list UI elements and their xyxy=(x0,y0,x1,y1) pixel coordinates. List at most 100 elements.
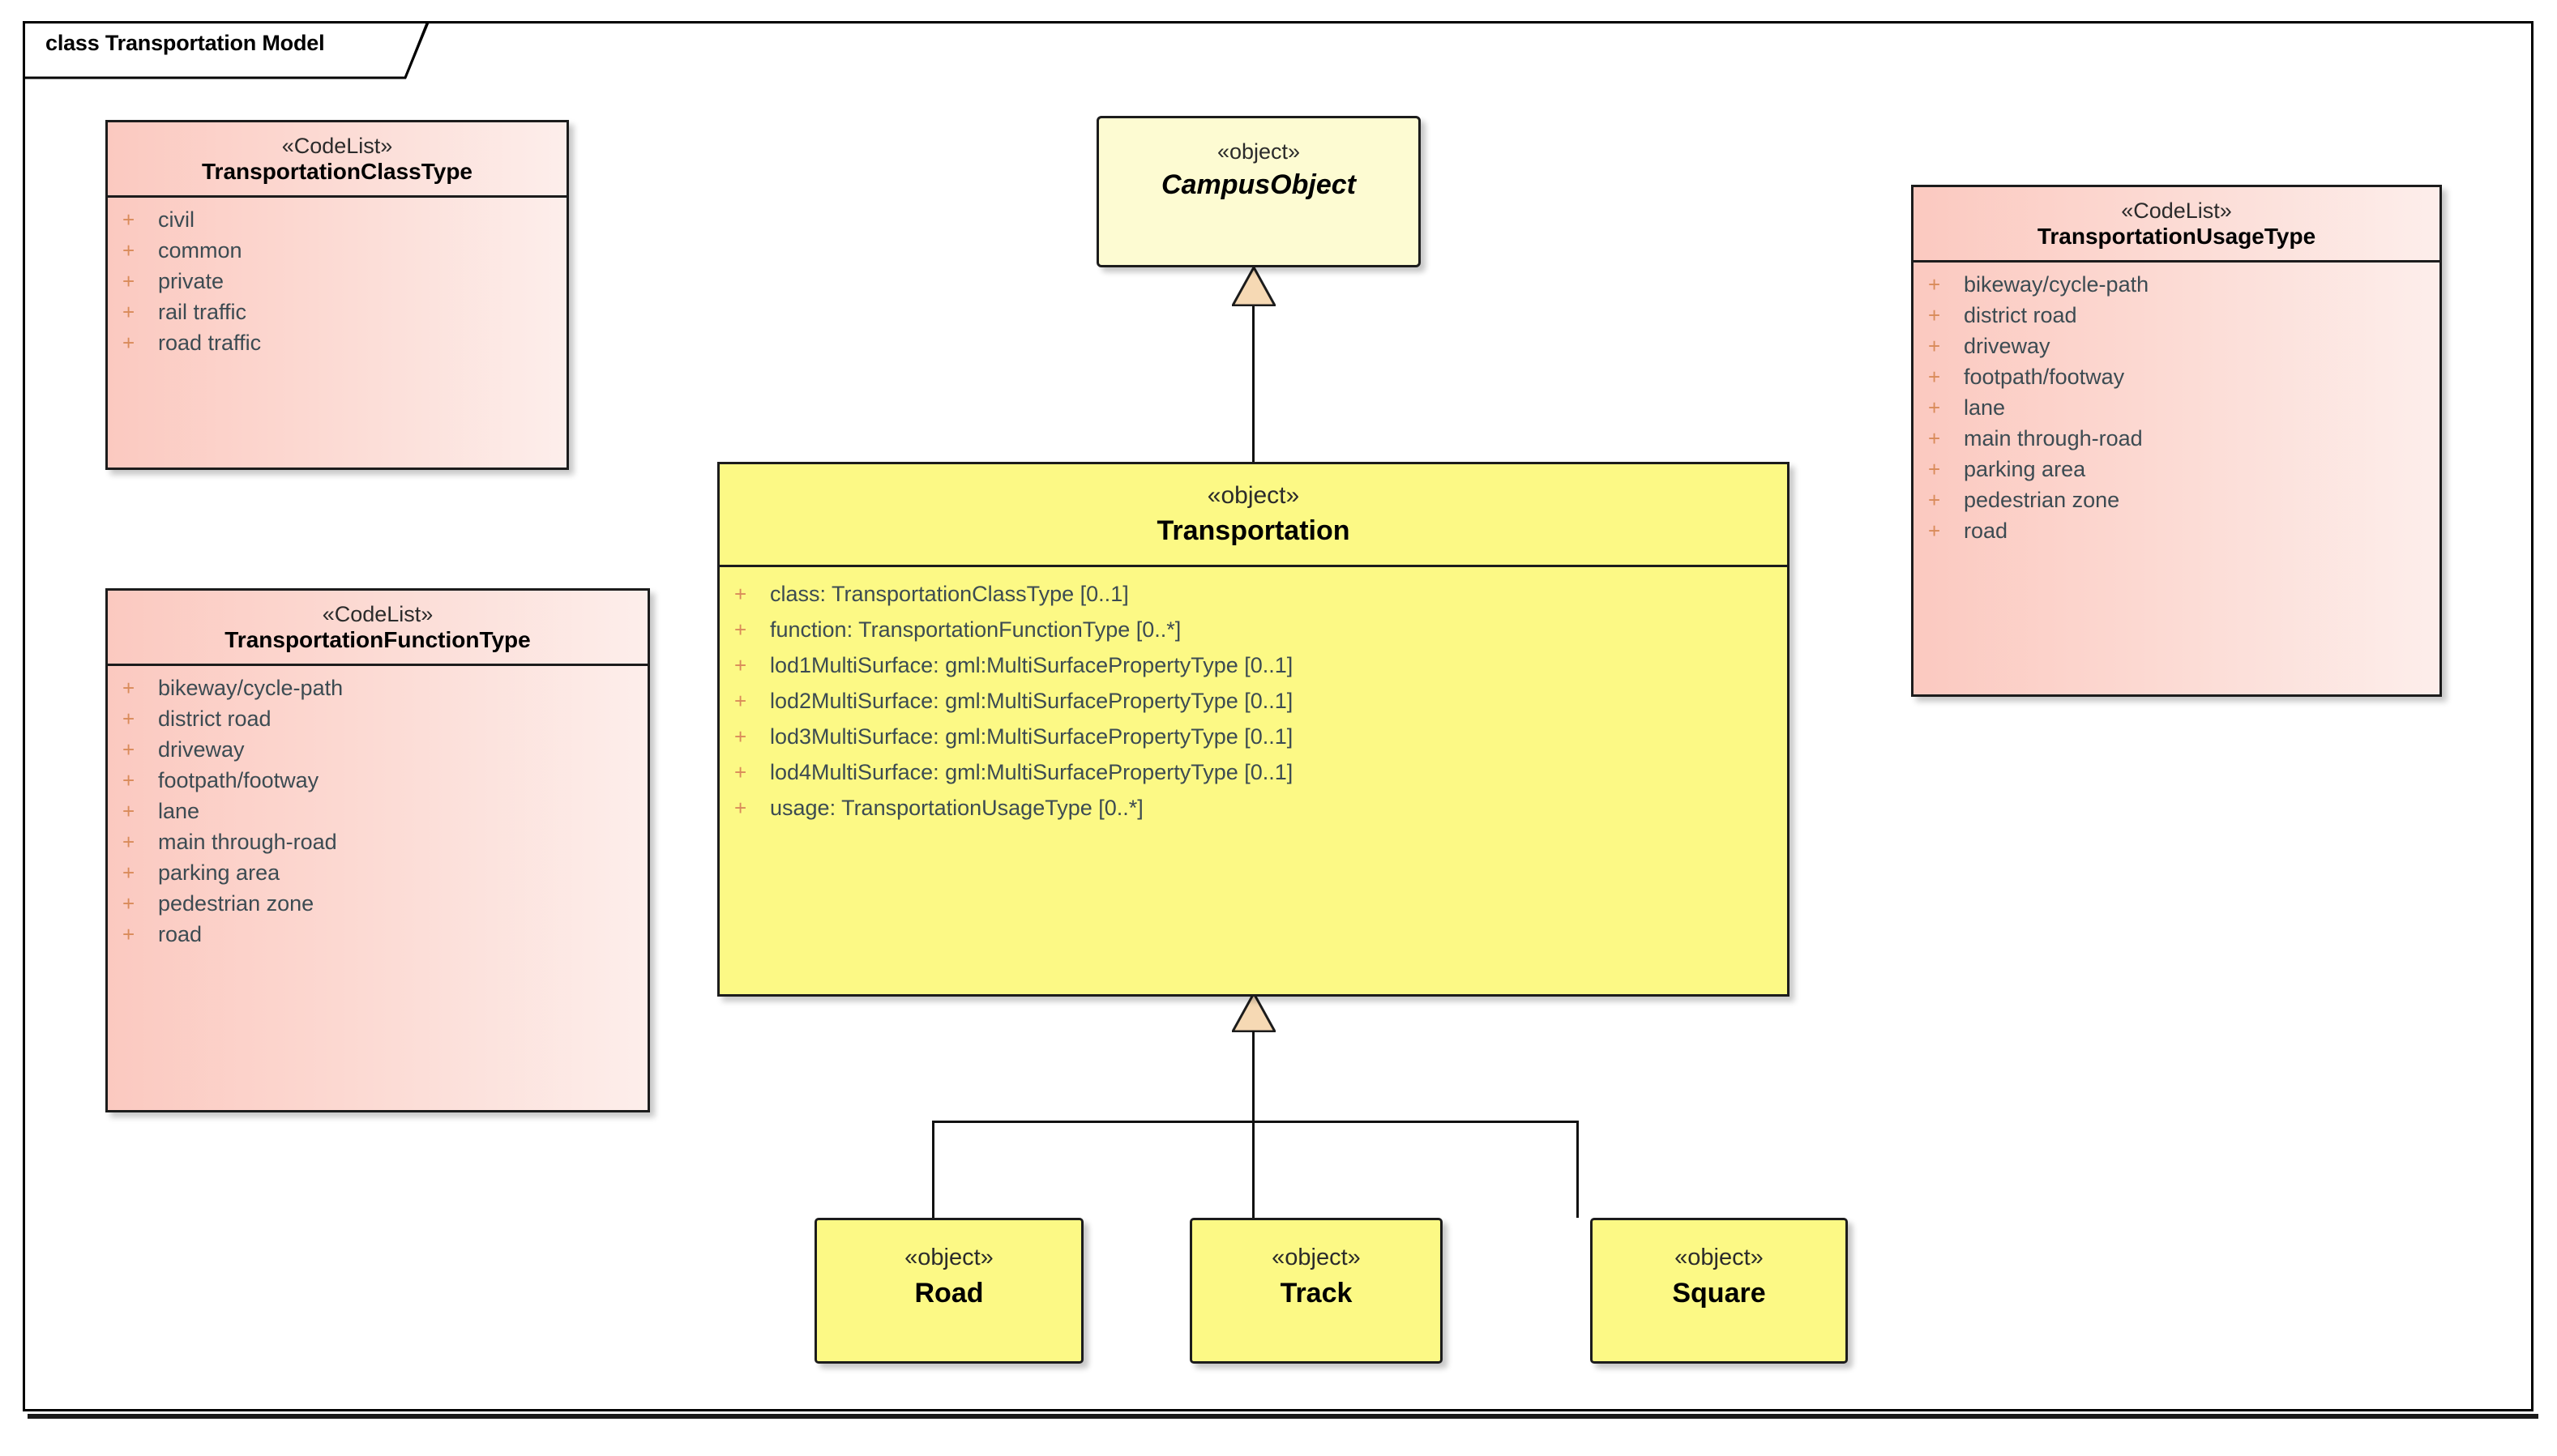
stereotype-label: «object» xyxy=(1674,1245,1764,1270)
attribute-row: + road traffic xyxy=(108,330,567,355)
attribute-label: road xyxy=(1964,518,2008,543)
attribute-label: main through-road xyxy=(158,829,337,854)
class-node-track[interactable]: «object» Track xyxy=(1190,1218,1443,1364)
class-node-attributes: + bikeway/cycle-path + district road + d… xyxy=(108,666,648,957)
generalization-transportation-campusobject-line xyxy=(1252,304,1255,463)
attribute-row: + private xyxy=(108,268,567,301)
class-name-label: Square xyxy=(1672,1278,1766,1309)
attribute-row: + lod3MultiSurface: gml:MultiSurfaceProp… xyxy=(720,726,1787,762)
visibility-marker: + xyxy=(122,706,135,731)
visibility-marker: + xyxy=(122,268,135,293)
class-node-attributes: + bikeway/cycle-path + district road + d… xyxy=(1913,263,2439,553)
visibility-marker: + xyxy=(734,796,747,821)
visibility-marker: + xyxy=(1928,425,1941,450)
visibility-marker: + xyxy=(122,207,135,232)
visibility-marker: + xyxy=(122,798,135,823)
generalization-branch-square-line xyxy=(1576,1121,1579,1218)
visibility-marker: + xyxy=(122,921,135,946)
visibility-marker: + xyxy=(122,829,135,854)
attribute-label: lane xyxy=(158,798,200,823)
attribute-row: + district road xyxy=(1913,302,2439,335)
class-node-divider xyxy=(720,565,1787,568)
attribute-label: road traffic xyxy=(158,330,262,355)
visibility-marker: + xyxy=(1928,333,1941,358)
attribute-row: + lod2MultiSurface: gml:MultiSurfaceProp… xyxy=(720,690,1787,726)
attribute-row: + district road xyxy=(108,706,648,739)
attribute-row: + common xyxy=(108,237,567,271)
class-node-road[interactable]: «object» Road xyxy=(815,1218,1084,1364)
visibility-marker: + xyxy=(122,890,135,916)
class-node-divider xyxy=(108,194,567,198)
class-name-label: TransportationFunctionType xyxy=(224,627,531,653)
attribute-row: + parking area xyxy=(108,860,648,893)
class-name-label: Track xyxy=(1280,1278,1353,1309)
attribute-row: + pedestrian zone xyxy=(108,890,648,924)
attribute-row: + pedestrian zone xyxy=(1913,489,2439,520)
class-node-attributes: + civil + common + private + rail traffi… xyxy=(108,198,567,365)
attribute-label: lod2MultiSurface: gml:MultiSurfaceProper… xyxy=(770,689,1293,714)
attribute-label: footpath/footway xyxy=(158,767,319,792)
stereotype-label: «CodeList» xyxy=(322,602,434,626)
attribute-label: civil xyxy=(158,207,195,232)
stereotype-label: «CodeList» xyxy=(281,134,393,158)
visibility-marker: + xyxy=(122,237,135,263)
attribute-row: + lod4MultiSurface: gml:MultiSurfaceProp… xyxy=(720,762,1787,797)
attribute-row: + lane xyxy=(1913,395,2439,428)
attribute-row: + lod1MultiSurface: gml:MultiSurfaceProp… xyxy=(720,655,1787,690)
stereotype-label: «object» xyxy=(1216,139,1301,164)
visibility-marker: + xyxy=(1928,302,1941,327)
class-node-square[interactable]: «object» Square xyxy=(1590,1218,1848,1364)
class-node-transportation-class-type[interactable]: «CodeList» TransportationClassType + civ… xyxy=(105,120,569,470)
visibility-marker: + xyxy=(122,860,135,885)
attribute-row: + footpath/footway xyxy=(108,767,648,801)
attribute-label: function: TransportationFunctionType [0.… xyxy=(770,617,1182,643)
generalization-arrow-campusobject-icon xyxy=(1232,267,1276,306)
attribute-label: main through-road xyxy=(1964,425,2143,450)
attribute-row: + lane xyxy=(108,798,648,831)
class-node-header: «object» Track xyxy=(1192,1220,1440,1320)
visibility-marker: + xyxy=(734,760,747,785)
generalization-branch-road-line xyxy=(932,1121,934,1218)
attribute-row: + civil xyxy=(108,207,567,240)
attribute-label: common xyxy=(158,237,242,263)
class-node-transportation-function-type[interactable]: «CodeList» TransportationFunctionType + … xyxy=(105,588,650,1112)
attribute-row: + road xyxy=(108,921,648,946)
visibility-marker: + xyxy=(122,675,135,700)
attribute-row: + bikeway/cycle-path xyxy=(108,677,648,708)
class-node-header: «object» Transportation xyxy=(720,464,1787,565)
attribute-label: pedestrian zone xyxy=(158,890,314,916)
stereotype-label: «object» xyxy=(904,1245,994,1270)
attribute-row: + footpath/footway xyxy=(1913,365,2439,397)
attribute-row: + main through-road xyxy=(1913,425,2439,459)
diagram-frame xyxy=(23,21,2533,1411)
attribute-row: + driveway xyxy=(1913,335,2439,366)
attribute-row: + rail traffic xyxy=(108,301,567,332)
attribute-row: + parking area xyxy=(1913,458,2439,489)
visibility-marker: + xyxy=(1928,518,1941,543)
attribute-label: driveway xyxy=(1964,333,2050,358)
class-node-header: «object» CampusObject xyxy=(1099,118,1418,211)
attribute-label: driveway xyxy=(158,737,245,762)
attribute-row: + bikeway/cycle-path xyxy=(1913,273,2439,305)
attribute-row: + main through-road xyxy=(108,829,648,862)
class-node-header: «CodeList» TransportationClassType xyxy=(108,122,567,195)
attribute-label: private xyxy=(158,268,224,293)
class-node-campus-object[interactable]: «object» CampusObject xyxy=(1097,116,1421,267)
attribute-label: parking area xyxy=(158,860,280,885)
class-node-divider xyxy=(108,663,648,666)
attribute-label: district road xyxy=(158,706,272,731)
attribute-row: + function: TransportationFunctionType [… xyxy=(720,619,1787,655)
visibility-marker: + xyxy=(734,689,747,714)
class-node-header: «object» Road xyxy=(817,1220,1081,1320)
diagram-frame-shadow xyxy=(28,1414,2538,1419)
generalization-arrow-transportation-icon xyxy=(1232,993,1276,1032)
attribute-row: + class: TransportationClassType [0..1] xyxy=(720,583,1787,619)
visibility-marker: + xyxy=(1928,395,1941,420)
visibility-marker: + xyxy=(734,617,747,643)
attribute-label: road xyxy=(158,921,203,946)
attribute-label: lod4MultiSurface: gml:MultiSurfaceProper… xyxy=(770,760,1293,785)
class-node-transportation[interactable]: «object» Transportation + class: Transpo… xyxy=(717,462,1789,997)
visibility-marker: + xyxy=(122,737,135,762)
class-node-transportation-usage-type[interactable]: «CodeList» TransportationUsageType + bik… xyxy=(1911,185,2442,697)
